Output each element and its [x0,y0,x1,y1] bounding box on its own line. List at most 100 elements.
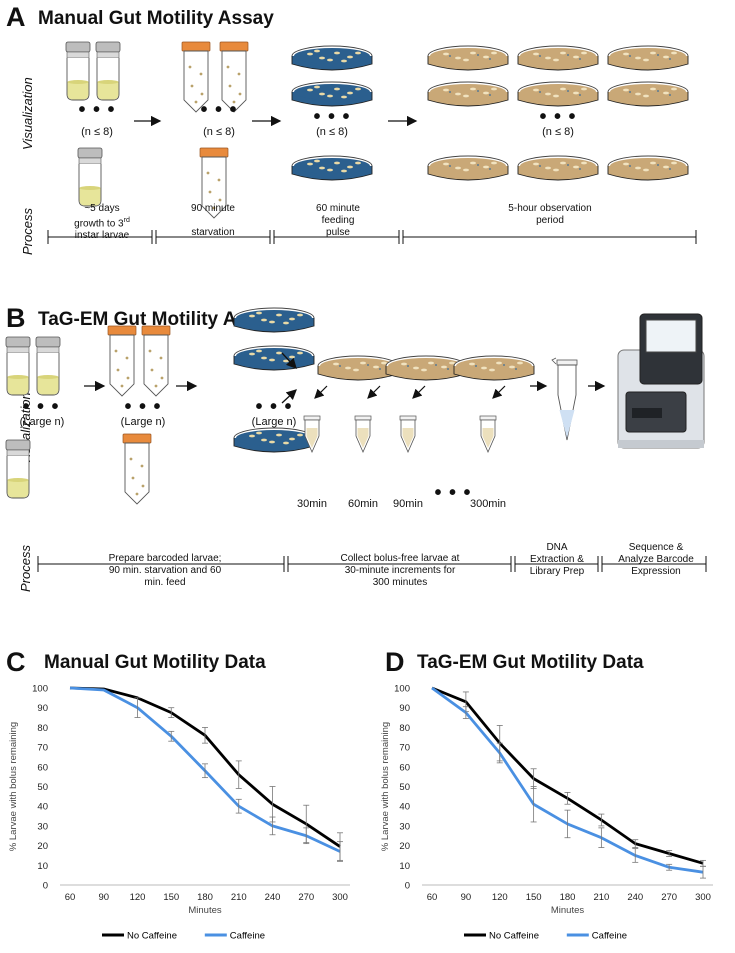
panel-a-title: Manual Gut Motility Assay [38,8,274,29]
tube-icon [122,433,152,505]
panel-b-letter: B [6,303,26,333]
y-tick-label: 80 [37,723,48,734]
ellipsis-dots: • • • [200,99,238,121]
y-tick-label: 40 [37,802,48,813]
x-tick-label: 210 [231,892,247,903]
n-label: (n ≤ 8) [316,126,348,138]
ellipsis-dots: • • • [313,106,351,128]
panel-a-timeline [47,230,697,244]
petri-dish-tan-icon [427,81,509,107]
panel-b-timeline [37,556,707,572]
x-tick-label: 60 [65,892,76,903]
x-tick-label: 180 [197,892,213,903]
microtube-icon [399,415,417,453]
petri-dish-tan-icon [607,45,689,71]
y-tick-label: 0 [405,881,410,892]
ellipsis-dots: • • • [124,396,162,418]
y-tick-label: 0 [43,881,48,892]
y-tick-label: 70 [399,743,410,754]
panel-d-title: TaG-EM Gut Motility Data [417,652,644,673]
ellipsis-dots: • • • [539,106,577,128]
vial-icon [5,439,31,499]
x-tick-label: 300 [332,892,348,903]
ellipsis-dots: • • • [22,396,60,418]
arrow-icon [314,385,328,399]
n-label: (n ≤ 8) [81,126,113,138]
y-axis-label: % Larvae with bolus remaining [8,722,19,851]
petri-dish-blue-icon [233,307,315,333]
petri-dish-tan-icon [607,155,689,181]
x-tick-label: 150 [163,892,179,903]
y-tick-label: 100 [394,684,410,695]
n-label: (Large n) [251,416,297,428]
vial-icon [35,336,61,396]
pooled-tube-icon [551,357,578,441]
step-growth-caption: ~5 days growth to 3rd instar larvae [74,203,130,242]
vial-icon [65,41,91,101]
x-axis-label: Minutes [188,905,222,916]
y-axis-label: % Larvae with bolus remaining [380,722,391,851]
x-tick-label: 180 [560,892,576,903]
x-tick-label: 240 [265,892,281,903]
x-tick-label: 120 [492,892,508,903]
legend-label: Caffeine [592,931,627,942]
y-tick-label: 30 [399,821,410,832]
n-label: (n ≤ 8) [542,126,574,138]
panel-c-letter: C [6,647,26,677]
legend-label: No Caffeine [489,931,539,942]
microtube-icon [479,415,497,453]
timepoint-label: 90min [393,498,423,510]
petri-dish-tan-icon [517,45,599,71]
arrow-icon [412,385,426,399]
x-tick-label: 90 [98,892,109,903]
petri-dish-tan-icon [517,81,599,107]
y-tick-label: 90 [399,703,410,714]
x-tick-label: 300 [695,892,711,903]
arrow-icon [492,385,506,399]
ellipsis-dots: • • • [255,396,293,418]
y-tick-label: 80 [399,723,410,734]
sequencer-icon [617,313,705,449]
n-label: (n ≤ 8) [203,126,235,138]
x-tick-label: 270 [298,892,314,903]
petri-dish-tan-icon [427,45,509,71]
y-tick-label: 100 [32,684,48,695]
panel-b-illustration [5,307,707,572]
x-tick-label: 270 [661,892,677,903]
petri-dish-tan-icon [427,155,509,181]
petri-dish-blue-icon [233,427,315,453]
microtube-icon [354,415,372,453]
x-tick-label: 150 [526,892,542,903]
tube-icon [107,325,137,397]
y-tick-label: 50 [37,782,48,793]
step-feeding-caption: 60 minute feeding pulse [316,203,360,238]
x-tick-label: 120 [130,892,146,903]
arrow-icon [281,352,297,369]
petri-dish-blue-icon [291,155,373,181]
x-axis-label: Minutes [551,905,585,916]
arrow-icon [367,385,381,399]
step-prepare-caption: Prepare barcoded larvae;90 min. starvati… [108,553,222,588]
n-label: (Large n) [120,416,166,428]
x-tick-label: 90 [461,892,472,903]
step-starvation-caption: 90 minute starvation [191,203,235,238]
panel-a-letter: A [6,2,26,32]
tube-icon [141,325,171,397]
panel-a-illustration [47,41,697,244]
petri-dish-tan-icon [607,81,689,107]
y-tick-label: 90 [37,703,48,714]
y-tick-label: 60 [399,762,410,773]
legend-label: No Caffeine [127,931,177,942]
y-tick-label: 50 [399,782,410,793]
y-tick-label: 10 [399,861,410,872]
ellipsis-dots: • • • [78,99,116,121]
petri-dish-blue-icon [291,81,373,107]
n-label: (Large n) [19,416,65,428]
y-tick-label: 40 [399,802,410,813]
ellipsis-dots: • • • [434,482,472,504]
vial-icon [5,336,31,396]
series-line [431,686,704,874]
y-tick-label: 10 [37,861,48,872]
